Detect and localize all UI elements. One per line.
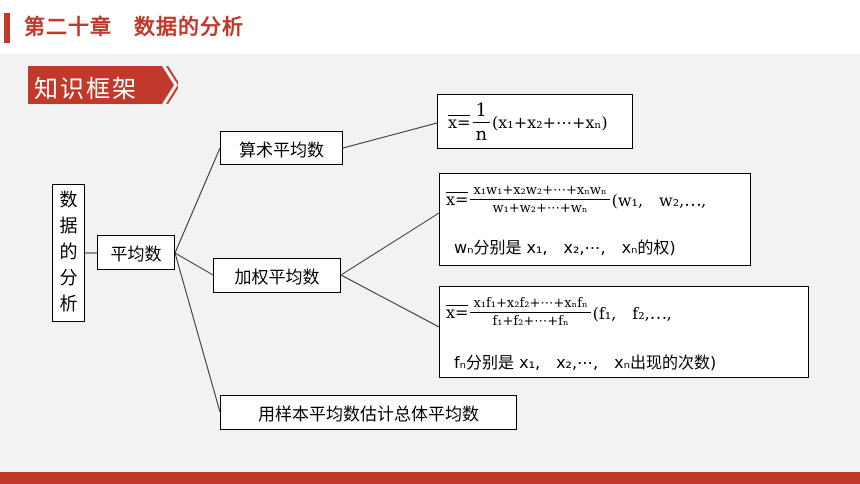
root-char: 析 bbox=[59, 294, 78, 315]
formula-f-numerator: x₁f₁+x₂f₂+⋯+xₙfₙ bbox=[470, 296, 591, 313]
node-mean: 平均数 bbox=[97, 235, 175, 270]
formula-f-denominator: f₁+f₂+⋯+fₙ bbox=[492, 313, 569, 329]
formula-arith-numerator: 1 bbox=[472, 100, 490, 123]
node-arithmetic-mean: 算术平均数 bbox=[220, 131, 343, 165]
node-sample-estimate: 用样本平均数估计总体平均数 bbox=[220, 395, 517, 430]
section-tag-banner-shape bbox=[28, 66, 178, 104]
formula-arith-row: x= 1 n (x₁+x₂+⋯+xₙ) bbox=[448, 97, 608, 147]
formula-box-arithmetic: x= 1 n (x₁+x₂+⋯+xₙ) bbox=[437, 94, 633, 149]
formula-w-lhs: x= bbox=[446, 189, 469, 209]
connector-mean-to-weighted bbox=[174, 252, 214, 276]
connector-arith-to-formula bbox=[342, 122, 438, 149]
formula-arith-lhs: x= bbox=[448, 112, 471, 132]
formula-w-denominator: w₁+w₂+⋯+wₙ bbox=[492, 200, 588, 216]
formula-box-weighted-w: x= x₁w₁+x₂w₂+⋯+xₙwₙ w₁+w₂+⋯+wₙ (w₁, w₂,⋯… bbox=[439, 173, 751, 266]
header-accent-bar bbox=[4, 13, 10, 43]
formula-box-weighted-f: x= x₁f₁+x₂f₂+⋯+xₙfₙ f₁+f₂+⋯+fₙ (f₁, f₂,⋯… bbox=[439, 286, 809, 378]
formula-w-line2: wₙ分别是 x₁, x₂,⋯, xₙ的权) bbox=[454, 238, 676, 257]
section-tag: 知识框架 bbox=[28, 66, 178, 104]
section-tag-label: 知识框架 bbox=[34, 75, 138, 103]
formula-arith-denominator: n bbox=[475, 123, 488, 145]
formula-arith-fraction: 1 n bbox=[472, 100, 490, 145]
page-title: 第二十章 数据的分析 bbox=[24, 15, 244, 39]
root-char: 分 bbox=[59, 268, 78, 289]
root-char: 的 bbox=[59, 242, 78, 263]
formula-w-fraction: x₁w₁+x₂w₂+⋯+xₙwₙ w₁+w₂+⋯+wₙ bbox=[470, 183, 610, 216]
formula-arith-tail: (x₁+x₂+⋯+xₙ) bbox=[492, 112, 608, 132]
formula-w-tail: (w₁, w₂,⋯, bbox=[611, 191, 707, 210]
root-box-data-analysis: 数 据 的 分 析 bbox=[52, 184, 85, 322]
formula-f-tail: (f₁, f₂,⋯, bbox=[592, 304, 672, 323]
footer-bar bbox=[0, 472, 860, 484]
formula-f-line2: fₙ分别是 x₁, x₂,⋯, xₙ出现的次数) bbox=[454, 353, 717, 372]
formula-f-lhs: x= bbox=[446, 302, 469, 322]
connector-mean-to-sample bbox=[174, 252, 221, 413]
root-char: 数 bbox=[59, 190, 78, 211]
formula-f-fraction: x₁f₁+x₂f₂+⋯+xₙfₙ f₁+f₂+⋯+fₙ bbox=[470, 296, 591, 329]
formula-f-row1: x= x₁f₁+x₂f₂+⋯+xₙfₙ f₁+f₂+⋯+fₙ (f₁, f₂,⋯… bbox=[446, 289, 672, 335]
node-weighted-mean: 加权平均数 bbox=[213, 258, 341, 293]
formula-w-numerator: x₁w₁+x₂w₂+⋯+xₙwₙ bbox=[470, 183, 610, 200]
connector-weighted-to-formula-f bbox=[340, 274, 440, 328]
connector-mean-to-arith bbox=[174, 147, 221, 254]
header: 第二十章 数据的分析 bbox=[0, 0, 860, 54]
root-char: 据 bbox=[59, 216, 78, 237]
connector-weighted-to-formula-w bbox=[340, 212, 440, 276]
formula-w-row1: x= x₁w₁+x₂w₂+⋯+xₙwₙ w₁+w₂+⋯+wₙ (w₁, w₂,⋯… bbox=[446, 176, 706, 222]
